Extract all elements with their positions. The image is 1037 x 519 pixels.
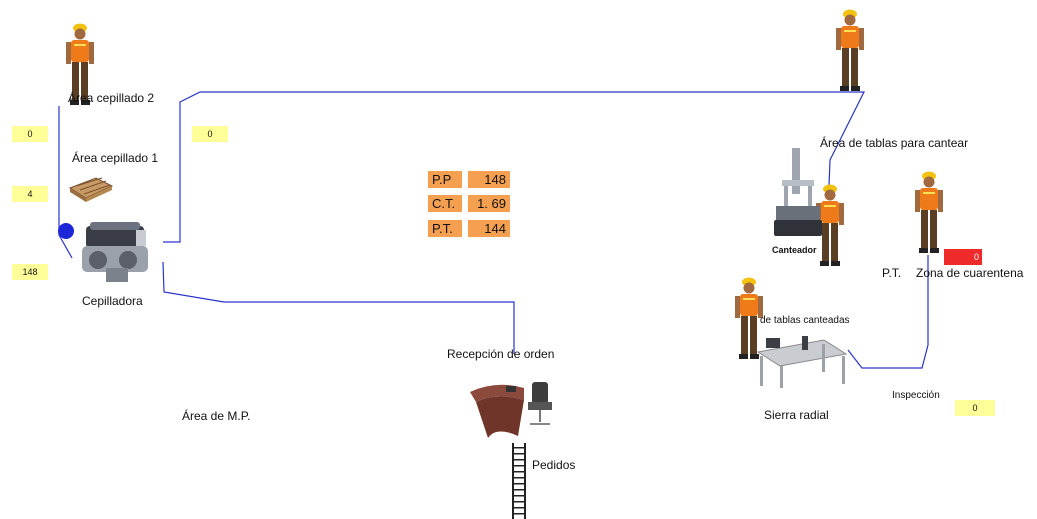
label-area-mp: Área de M.P. bbox=[182, 409, 251, 423]
label-pt: P.T. bbox=[882, 266, 902, 280]
stat-pt-value: 144 bbox=[468, 220, 510, 237]
stat-ct-value: 1. 69 bbox=[468, 195, 510, 212]
entity-token-icon bbox=[58, 223, 74, 239]
canteador-machine-icon[interactable] bbox=[772, 148, 824, 240]
label-recepcion-orden: Recepción de orden bbox=[447, 347, 555, 361]
label-canteador: Canteador bbox=[772, 245, 817, 255]
label-area-cepillado-2: Área cepillado 2 bbox=[68, 91, 155, 105]
counter-cepilladora: 148 bbox=[12, 264, 48, 280]
counter-inspeccion: 0 bbox=[955, 400, 995, 416]
label-area-cepillado-1: Área cepillado 1 bbox=[72, 151, 159, 165]
label-area-tablas-cantear: Área de tablas para cantear bbox=[820, 136, 969, 150]
worker-area-cantear-icon bbox=[836, 9, 864, 91]
worker-sierra-radial-icon bbox=[735, 277, 763, 359]
label-cepilladora: Cepilladora bbox=[82, 294, 143, 308]
wood-pallet-icon bbox=[68, 177, 114, 202]
counter-center-queue: 0 bbox=[192, 126, 228, 142]
worker-cepillado-2-icon bbox=[66, 23, 94, 105]
worker-cuarentena-icon bbox=[915, 171, 943, 253]
counter-cep1-queue: 4 bbox=[12, 186, 48, 202]
label-sierra-radial: Sierra radial bbox=[764, 408, 829, 422]
stat-pp-value: 148 bbox=[468, 171, 510, 188]
label-pedidos: Pedidos bbox=[532, 458, 576, 472]
label-tablas-canteadas: de tablas canteadas bbox=[760, 315, 850, 326]
worker-canteador-icon bbox=[816, 184, 844, 266]
path-sierra-to-pt bbox=[847, 255, 929, 369]
stat-ct-label: C.T. bbox=[428, 195, 462, 212]
pedidos-ladder-icon bbox=[512, 443, 526, 519]
stat-pt-label: P.T. bbox=[428, 220, 462, 237]
label-inspeccion: Inspección bbox=[892, 390, 940, 401]
reception-desk-icon[interactable] bbox=[466, 378, 564, 440]
stat-pp-label: P.P bbox=[428, 171, 462, 188]
cepilladora-machine-icon[interactable] bbox=[76, 218, 156, 288]
counter-cuarentena: 0 bbox=[944, 249, 982, 265]
path-cepilladora-to-recepcion bbox=[162, 261, 515, 354]
sierra-radial-table-icon[interactable] bbox=[752, 334, 848, 390]
label-zona-cuarentena: Zona de cuarentena bbox=[916, 266, 1024, 280]
counter-cep2-queue: 0 bbox=[12, 126, 48, 142]
path-cepillado-2-to-canteo bbox=[163, 91, 865, 243]
